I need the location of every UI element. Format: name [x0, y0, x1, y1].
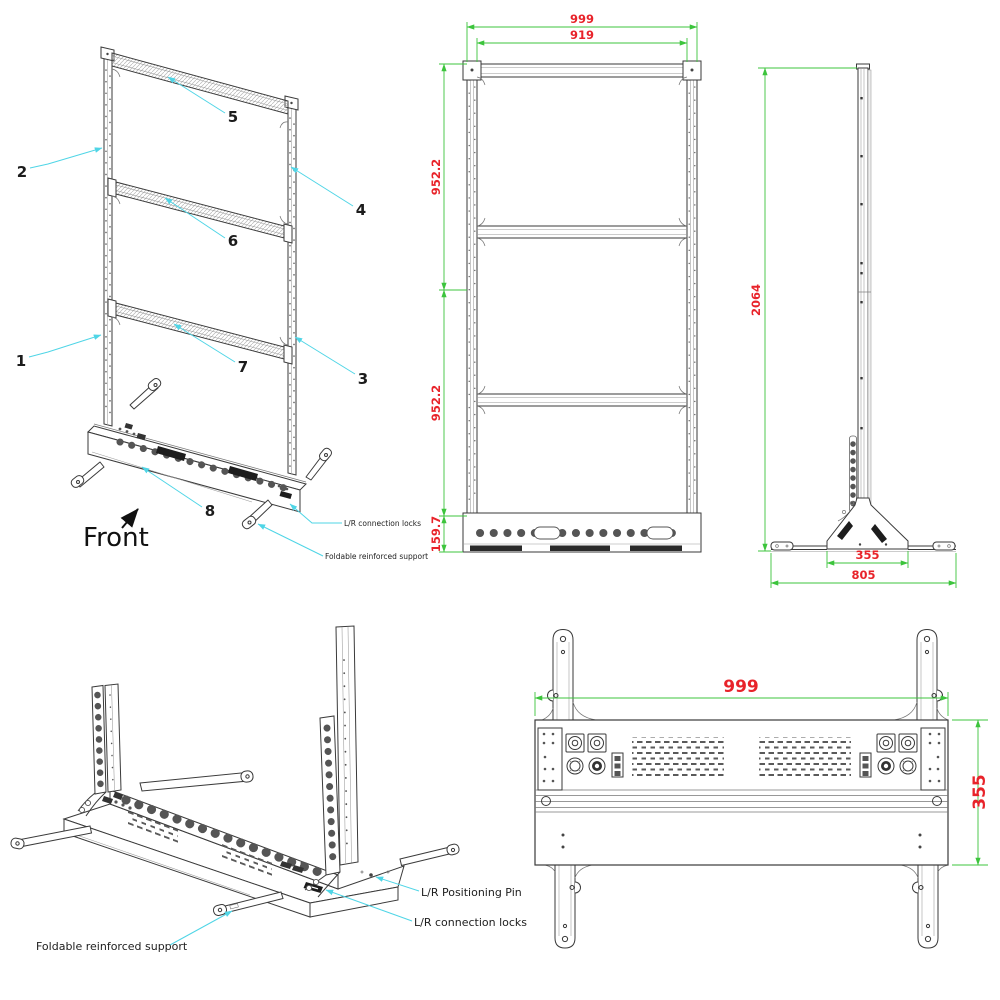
- positioning-pin: [360, 870, 390, 877]
- foldable-support-label: Foldable reinforced support: [325, 552, 428, 561]
- front-elevation-view: 999 919 952.2 952.2 159.7: [429, 12, 702, 553]
- dim-top-depth: 355: [970, 774, 990, 810]
- front-label: Front: [83, 523, 149, 553]
- dim-width-inner: 919: [570, 28, 594, 42]
- base-assembly: [87, 423, 307, 513]
- callout-1: 1: [16, 352, 26, 370]
- dim-width-total: 999: [570, 12, 594, 26]
- connection-locks-label: L/R connection locks: [344, 519, 421, 528]
- rear-feet: [139, 770, 460, 867]
- front-structure: [462, 60, 702, 553]
- middle-rail-upper: [107, 177, 293, 244]
- middle-rail-lower: [107, 298, 293, 365]
- frame-structure: [70, 46, 332, 530]
- dim-base-depth: 355: [855, 548, 879, 562]
- callout-4: 4: [356, 201, 366, 219]
- right-post: [284, 95, 299, 476]
- connector-cluster: [537, 727, 946, 791]
- front-direction: Front: [83, 508, 149, 553]
- front-dimensions: 999 919 952.2 952.2 159.7: [429, 12, 698, 553]
- side-dimensions: 2064 355 805: [749, 67, 957, 588]
- post-holes: [860, 97, 863, 430]
- base-part-labels: L/R Positioning Pin L/R connection locks…: [36, 876, 527, 953]
- side-structure: [770, 63, 956, 552]
- dim-foot-span: 805: [851, 568, 875, 582]
- top-plan-view: 999 355: [534, 628, 990, 949]
- dim-height-lower: 952.2: [429, 385, 443, 421]
- side-elevation-view: 2064 355 805: [749, 63, 957, 588]
- part-labels: L/R connection locks Foldable reinforced…: [257, 503, 428, 561]
- callout-5: 5: [228, 108, 238, 126]
- corner-posts: [77, 625, 359, 898]
- callout-6: 6: [228, 232, 238, 250]
- isometric-base-detail-view: L/R Positioning Pin L/R connection locks…: [10, 625, 527, 953]
- callouts: 1 2 3 4 5 6 7 8: [16, 76, 368, 520]
- dim-height-upper: 952.2: [429, 159, 443, 195]
- callout-3: 3: [358, 370, 368, 388]
- perforated-strip: [837, 435, 857, 522]
- side-feet: [770, 541, 956, 552]
- top-rail: [111, 52, 289, 129]
- pedestal-base: [826, 497, 909, 550]
- callout-2: 2: [17, 163, 27, 181]
- isometric-front-view: 1 2 3 4 5 6 7 8 Front L/R connection loc…: [16, 46, 428, 561]
- left-post: [100, 46, 115, 427]
- support-feet: [70, 378, 332, 530]
- foldable-support-label: Foldable reinforced support: [36, 940, 188, 953]
- front-base: [462, 512, 702, 553]
- top-dimensions: 999 355: [534, 677, 990, 866]
- callout-8: 8: [205, 502, 215, 520]
- base-vents: [102, 792, 304, 878]
- callout-7: 7: [238, 358, 248, 376]
- dim-height-total: 2064: [749, 284, 763, 316]
- connection-locks-label: L/R connection locks: [414, 916, 527, 929]
- positioning-pin-label: L/R Positioning Pin: [421, 886, 522, 899]
- dim-height-base: 159.7: [429, 516, 443, 552]
- dim-top-width: 999: [723, 677, 759, 697]
- front-feet: [10, 825, 284, 916]
